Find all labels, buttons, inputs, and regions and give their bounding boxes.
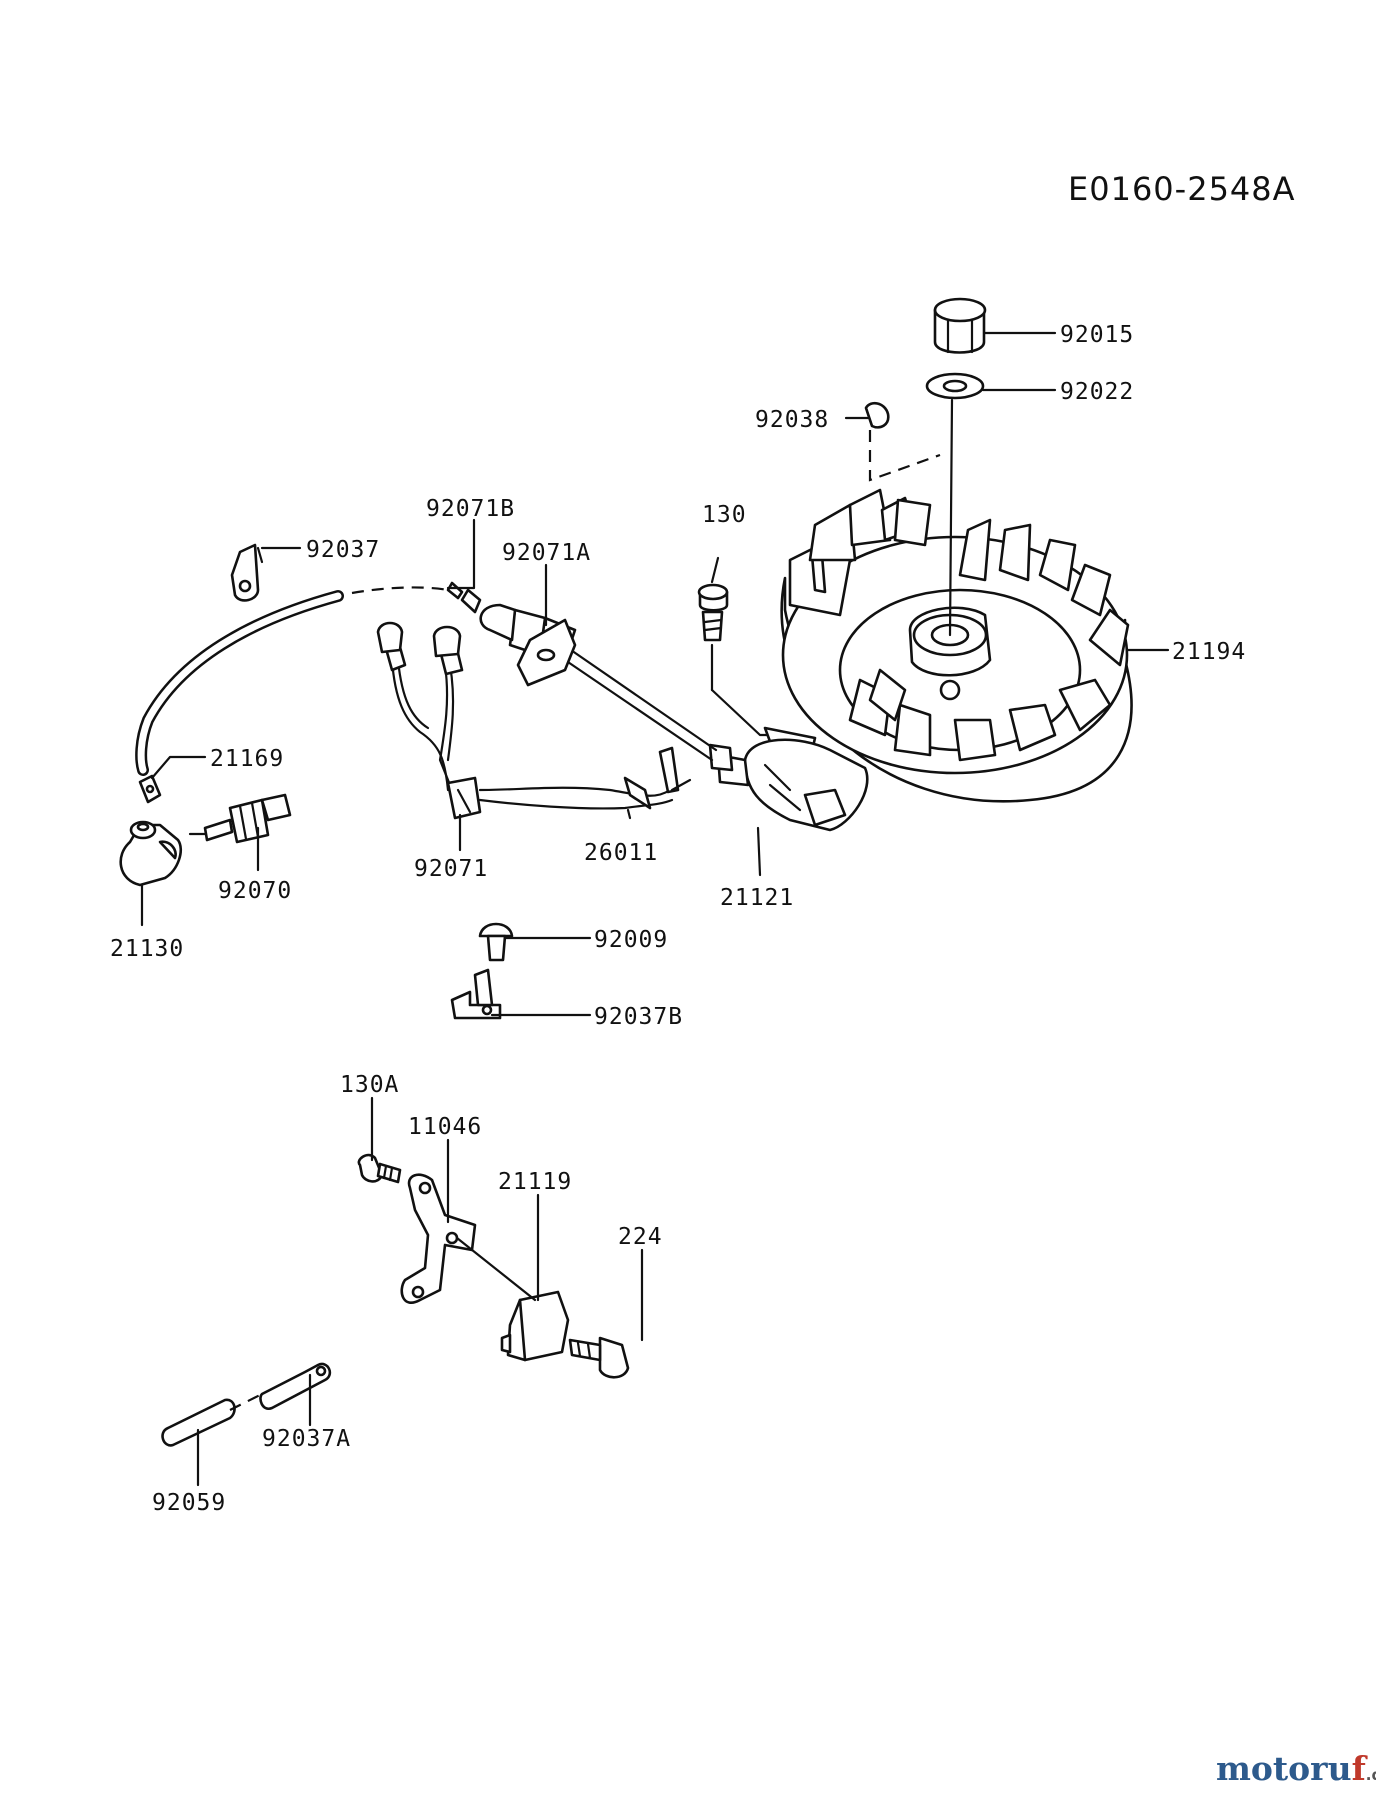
label-92037: 92037 (306, 537, 380, 563)
label-21194: 21194 (1172, 639, 1246, 665)
nut-part (933, 297, 987, 354)
wiring-harness-part (376, 621, 692, 820)
label-21121: 21121 (720, 885, 794, 911)
link-92037a-part (259, 1362, 332, 1410)
washer-part (925, 372, 985, 400)
watermark-tld: .de (1366, 1766, 1376, 1784)
watermark-brand-main: motoru (1216, 1749, 1352, 1788)
spark-plug-part (188, 793, 292, 844)
watermark-brand-accent: f (1352, 1749, 1368, 1788)
bracket-11046-part (400, 1173, 477, 1304)
label-92038: 92038 (755, 407, 829, 433)
label-11046: 11046 (408, 1114, 482, 1140)
bolt-130-part (697, 583, 772, 737)
clamp-92037b-part (450, 968, 502, 1020)
label-21130: 21130 (110, 936, 184, 962)
terminal-21169-part (138, 774, 162, 804)
screw-92009-part (478, 922, 514, 962)
label-92015: 92015 (1060, 322, 1134, 348)
svg-text:motoruf.de: motoruf.de (1216, 1749, 1376, 1788)
label-92071b: 92071B (426, 496, 515, 522)
label-21169: 21169 (210, 746, 284, 772)
label-92071a: 92071A (502, 540, 591, 566)
ignition-module-part (500, 1290, 570, 1362)
clamp-92037-part (230, 543, 264, 602)
label-92037a: 92037A (262, 1426, 351, 1452)
flywheel-part (780, 488, 1133, 803)
plug-cap-part (119, 820, 183, 887)
label-92070: 92070 (218, 878, 292, 904)
bolt-130a-part (357, 1153, 402, 1184)
label-92022: 92022 (1060, 379, 1134, 405)
label-26011: 26011 (584, 840, 658, 866)
label-92071: 92071 (414, 856, 488, 882)
pin-92059-part (161, 1398, 236, 1447)
label-21119: 21119 (498, 1169, 572, 1195)
label-224: 224 (618, 1224, 663, 1250)
ignition-coil-part (708, 726, 869, 832)
label-92037b: 92037B (594, 1004, 683, 1030)
bolt-224-part (568, 1336, 630, 1379)
label-130a: 130A (340, 1072, 399, 1098)
label-92059: 92059 (152, 1490, 226, 1516)
diagram-code: E0160-2548A (1068, 170, 1296, 208)
watermark-logo: motoruf.de (1216, 1749, 1376, 1788)
label-92009: 92009 (594, 927, 668, 953)
label-130: 130 (702, 502, 747, 528)
